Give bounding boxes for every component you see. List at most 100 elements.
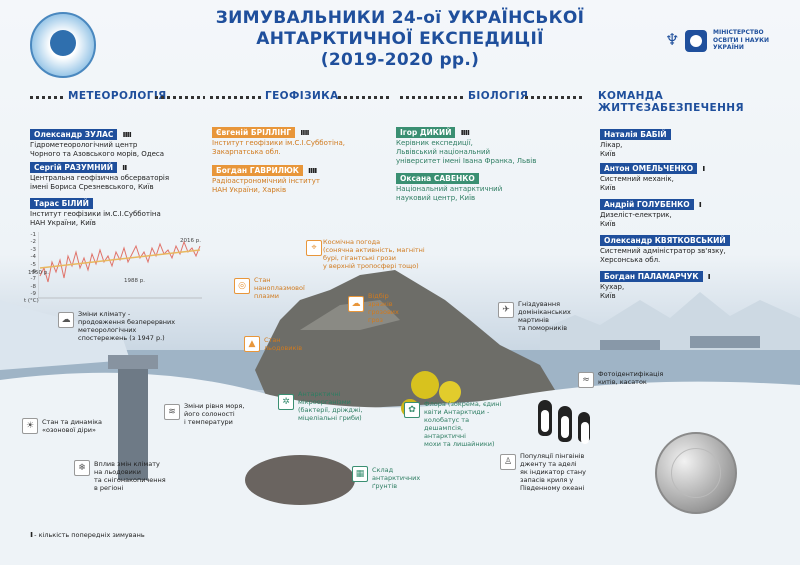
member-name: Сергій РАЗУМНИЙ [30, 162, 118, 173]
member-org: Інститут геофізики ім.С.І.Субботіна [30, 210, 161, 218]
ministry-logo: ♆ МІНІСТЕРСТВО ОСВІТИ І НАУКИ УКРАЇНИ [665, 28, 795, 56]
member-name: Ігор ДИКИЙ [396, 127, 456, 138]
member-brilling: Євгеній БРІЛЛІНГ ıııı Інститут геофізики… [212, 120, 345, 157]
previous-winterings: ı [707, 272, 711, 282]
lichen-cluster-2 [439, 381, 461, 403]
annotation-line: дженту та аделі [520, 460, 577, 468]
annotation-line: Стан та динаміка [42, 418, 103, 426]
left-snow-slope [0, 300, 130, 370]
member-org: Центральна геофізична обсерваторія [30, 174, 170, 182]
member-kviatkovskyi: Олександр КВЯТКОВСЬКИЙ Системний адмініс… [600, 228, 730, 265]
member-name: Олександр КВЯТКОВСЬКИЙ [600, 235, 730, 246]
member-name: Оксана САВЕНКО [396, 173, 479, 184]
ministry-line-3: УКРАЇНИ [713, 44, 744, 51]
annotation-line: мохи та лишайники) [424, 440, 495, 448]
bird-icon: ✈ [498, 302, 514, 318]
annotation-sea-level: Зміни рівня моря, його солоності і темпе… [184, 402, 244, 426]
previous-winterings: ıı [122, 163, 127, 173]
annotation-line: гроз [368, 316, 383, 324]
annotation-line: запасів криля у [520, 476, 574, 484]
member-org: Радіоастрономічний інститут [212, 177, 320, 185]
annotation-line: його солоності [184, 410, 235, 418]
boulder [245, 455, 355, 505]
penguin-icon: ♙ [500, 454, 516, 470]
member-city: Київ [600, 220, 616, 228]
section-geophysics: ГЕОФІЗИКА [265, 90, 339, 102]
annotation-climate: Зміни клімату - продовження безперервних… [78, 310, 175, 342]
member-org: університет імені Івана Франка, Львів [396, 157, 537, 165]
title-line-3: (2019-2020 рр.) [320, 50, 480, 70]
annotation-line: у верхній тропосфері тощо) [323, 262, 419, 270]
member-omelchenko: Антон ОМЕЛЬЧЕНКО ı Системний механік, Ки… [600, 156, 705, 193]
lichen-cluster-1 [411, 371, 439, 399]
temperature-line [38, 232, 202, 299]
annotation-line: Фотоідентифікація [598, 370, 664, 378]
microbe-icon: ✲ [278, 394, 294, 410]
annotation-line: плазми [254, 292, 279, 300]
section-biology: БІОЛОГІЯ [468, 90, 529, 102]
telescope-icon: ⌖ [306, 240, 322, 256]
ministry-line-1: МІНІСТЕРСТВО [713, 29, 764, 36]
member-org: Закарпатська обл. [212, 148, 281, 156]
annotation-line: дешампсія, [424, 424, 463, 432]
penguin-1 [538, 400, 552, 436]
section-life-support: КОМАНДА ЖИТТЄЗАБЕЗПЕЧЕННЯ [598, 90, 744, 114]
member-role: Дизеліст-електрик, [600, 211, 672, 219]
annotation-line: Космічна погода [323, 238, 381, 246]
member-name: Євгеній БРІЛЛІНГ [212, 127, 296, 138]
annotation-line: антарктичні [424, 432, 466, 440]
member-holubenko: Андрій ГОЛУБЕНКО ı Дизеліст-електрик, Ки… [600, 192, 702, 229]
annotation-nesting: Гніздування домініканських мартинів та п… [518, 300, 571, 332]
y-tick: -7 [30, 276, 36, 283]
legend: ı - кількість попередніх зимувань [30, 530, 145, 540]
previous-winterings: ı [702, 164, 705, 174]
member-org: Інститут геофізики ім.С.І.Субботіна, [212, 139, 346, 147]
y-tick: -1 [30, 232, 36, 238]
annotation-nanoplasma: Стан наноплазмової плазми [254, 276, 305, 300]
previous-winterings: ıııı [122, 130, 132, 140]
glacier-icon: ▲ [244, 336, 260, 352]
annotation-line: продовження безперервних [78, 318, 176, 326]
member-city: Херсонська обл. [600, 256, 661, 264]
annotation-line: зразків [368, 300, 393, 308]
previous-winterings: ı [698, 200, 702, 210]
annotation-line: мартинів [518, 316, 549, 324]
ministry-line-2: ОСВІТИ І НАУКИ [713, 36, 770, 44]
member-city: Київ [600, 150, 616, 158]
whale-icon: ≈ [578, 372, 594, 388]
member-role: Кухар, [600, 283, 625, 291]
annotation-line: Флора (зокрема, єдині [424, 400, 502, 408]
annotation-line: китів, касаток [598, 378, 647, 386]
annotation-line: Південному океані [520, 484, 585, 492]
cloud-lightning-icon: ☁ [348, 296, 364, 312]
annotation-line: домініканських [518, 308, 571, 316]
member-role: Системний адміністратор зв'язку, [600, 247, 726, 255]
member-org: імені Бориса Срезневського, Київ [30, 183, 154, 191]
annotation-flora: Флора (зокрема, єдині квіти Антарктиди -… [424, 400, 501, 448]
annotation-line: Гніздування [518, 300, 561, 308]
annotation-line: та снігонакопичення [94, 476, 166, 484]
section-meteorology: МЕТЕОРОЛОГІЯ [68, 90, 167, 102]
station-buildings-2 [690, 336, 760, 348]
annotation-line: Зміни рівня моря, [184, 402, 245, 410]
weather-station-top [108, 355, 158, 369]
member-org: науковий центр, Київ [396, 194, 476, 202]
member-name: Антон ОМЕЛЬЧЕНКО [600, 163, 698, 174]
divider [525, 96, 585, 99]
weather-station [118, 360, 148, 480]
y-tick: -3 [30, 246, 36, 253]
member-org: НАН України, Київ [30, 219, 96, 227]
member-bilyi: Тарас БІЛИЙ Інститут геофізики ім.С.І.Су… [30, 191, 161, 228]
penguin-3 [578, 412, 590, 444]
annotation-line: льодовиків [264, 344, 303, 352]
snowfall-icon: ❄ [74, 460, 90, 476]
divider [400, 96, 464, 99]
previous-winterings: ıııı [300, 128, 309, 138]
snow-field [0, 372, 800, 565]
annotation-line: як індикатор стану [520, 468, 586, 476]
member-name: Тарас БІЛИЙ [30, 198, 93, 209]
divider [155, 96, 205, 99]
member-city: Київ [600, 184, 616, 192]
member-babii: Наталія БАБІЙ Лікар, Київ [600, 122, 671, 159]
